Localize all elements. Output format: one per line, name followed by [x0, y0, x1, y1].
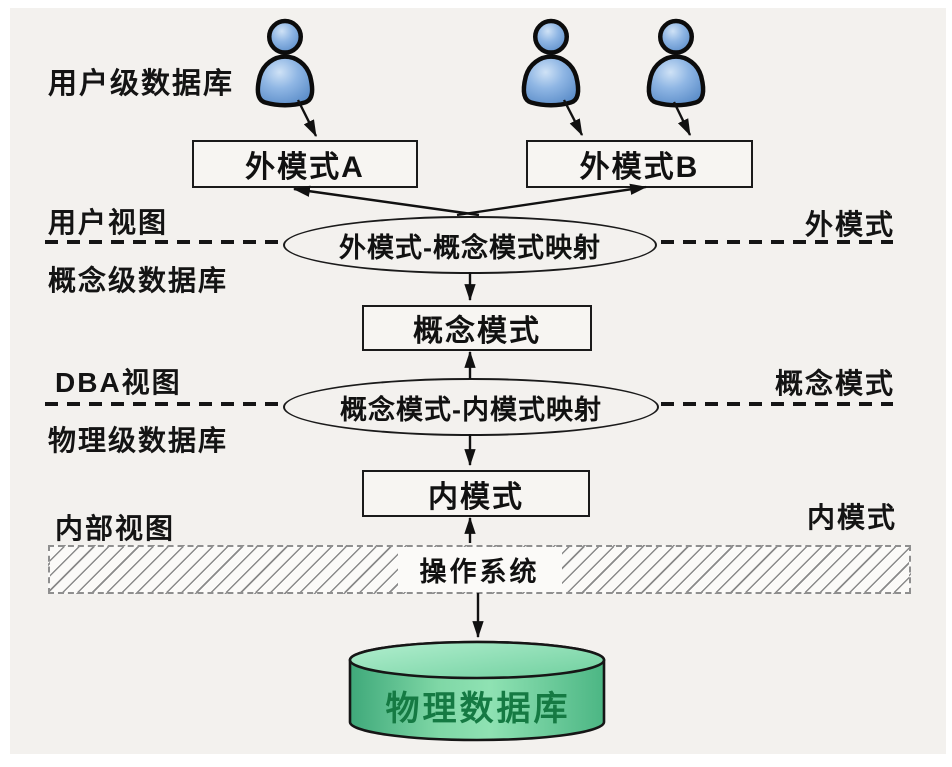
label-internal-view: 内部视图: [55, 513, 176, 544]
label-user-level-db: 用户级数据库: [48, 68, 235, 100]
label-dba-view: DBA视图: [55, 367, 182, 398]
box-external-schema-a: 外模式A: [192, 140, 418, 188]
label-physical-level-db: 物理级数据库: [48, 425, 229, 456]
label-conceptual-schema: 概念模式: [774, 368, 895, 399]
label-user-view: 用户视图: [48, 207, 169, 238]
os-bar: 操作系统: [48, 545, 911, 594]
box-internal-schema: 内模式: [362, 470, 590, 517]
label-external-schema: 外模式: [804, 209, 895, 240]
physical-database-label: 物理数据库: [385, 690, 571, 728]
label-concept-level-db: 概念级数据库: [48, 265, 229, 296]
label-internal-schema: 内模式: [806, 502, 897, 533]
ellipse-conceptual-internal-mapping: 概念模式-内模式映射: [283, 378, 659, 436]
ellipse-external-conceptual-mapping: 外模式-概念模式映射: [283, 216, 657, 274]
os-bar-label: 操作系统: [397, 547, 562, 592]
box-external-schema-b: 外模式B: [526, 140, 753, 188]
box-conceptual-schema: 概念模式: [362, 305, 592, 351]
